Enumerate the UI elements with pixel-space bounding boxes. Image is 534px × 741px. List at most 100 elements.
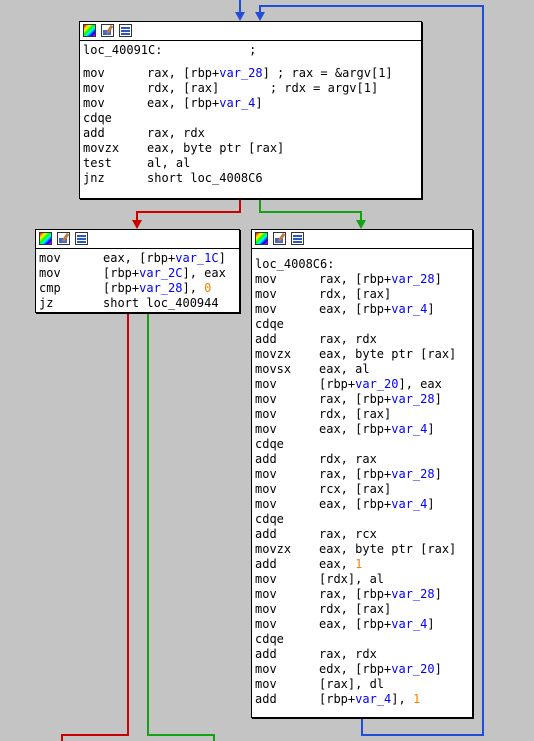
mnemonic[interactable]: add	[255, 452, 277, 466]
mnemonic[interactable]: cdqe	[255, 317, 284, 331]
stack-variable[interactable]: var_28	[391, 272, 435, 286]
mnemonic[interactable]: cmp	[39, 281, 61, 295]
stack-variable[interactable]: var_4	[391, 497, 428, 511]
mnemonic[interactable]: mov	[83, 81, 105, 95]
mnemonic[interactable]: movzx	[255, 347, 292, 361]
stack-variable[interactable]: var_1C	[175, 251, 219, 265]
mnemonic[interactable]: cdqe	[255, 512, 284, 526]
instruction-line[interactable]: add[rbp+var_4], 1	[255, 692, 469, 707]
mnemonic[interactable]: mov	[255, 677, 277, 691]
mnemonic[interactable]: mov	[255, 662, 277, 676]
mnemonic[interactable]: mov	[255, 467, 277, 481]
rename-icon[interactable]	[101, 24, 114, 37]
mnemonic[interactable]: mov	[83, 96, 105, 110]
mnemonic[interactable]: cdqe	[255, 437, 284, 451]
mnemonic[interactable]: cdqe	[255, 632, 284, 646]
instruction-line[interactable]: mov[rbp+var_2C], eax	[39, 266, 236, 281]
mnemonic[interactable]: mov	[255, 497, 277, 511]
mnemonic[interactable]: jz	[39, 296, 54, 310]
stack-variable[interactable]: var_2C	[139, 266, 183, 280]
stack-variable[interactable]: var_28	[391, 392, 435, 406]
rename-icon[interactable]	[57, 232, 70, 245]
mnemonic[interactable]: add	[255, 527, 277, 541]
instruction-line[interactable]: cdqe	[255, 317, 469, 332]
stack-variable[interactable]: var_28	[391, 587, 435, 601]
mnemonic[interactable]: mov	[83, 66, 105, 80]
mnemonic[interactable]: mov	[255, 482, 277, 496]
mnemonic[interactable]: mov	[255, 602, 277, 616]
rename-icon[interactable]	[273, 232, 286, 245]
mnemonic[interactable]: cdqe	[83, 111, 112, 125]
color-palette-icon[interactable]	[83, 24, 96, 37]
stack-variable[interactable]: var_28	[219, 66, 263, 80]
instruction-line[interactable]: mov[rax], dl	[255, 677, 469, 692]
mnemonic[interactable]: mov	[255, 587, 277, 601]
instruction-line[interactable]: cdqe	[83, 111, 418, 126]
code-label[interactable]: loc_40091C: ;	[83, 43, 418, 58]
stack-variable[interactable]: var_4	[391, 302, 428, 316]
mnemonic[interactable]: add	[255, 557, 277, 571]
graph-overview-icon[interactable]	[75, 232, 88, 245]
graph-overview-icon[interactable]	[291, 232, 304, 245]
mnemonic[interactable]: mov	[255, 407, 277, 421]
instruction-line[interactable]: cdqe	[255, 512, 469, 527]
mnemonic[interactable]: mov	[255, 422, 277, 436]
mnemonic[interactable]: mov	[39, 266, 61, 280]
mnemonic[interactable]: mov	[255, 617, 277, 631]
instruction-line[interactable]: cdqe	[255, 632, 469, 647]
color-palette-icon[interactable]	[255, 232, 268, 245]
mnemonic[interactable]: mov	[39, 251, 61, 265]
stack-variable[interactable]: var_28	[391, 467, 435, 481]
graph-overview-icon[interactable]	[119, 24, 132, 37]
code-label[interactable]: loc_4008C6:	[255, 257, 469, 272]
instruction-line[interactable]: cmp[rbp+var_28], 0	[39, 281, 236, 296]
instruction-line[interactable]: mov[rbp+var_20], eax	[255, 377, 469, 392]
instruction-line[interactable]: mov[rdx], al	[255, 572, 469, 587]
label-text[interactable]: loc_40091C:	[83, 43, 163, 57]
mnemonic[interactable]: add	[255, 647, 277, 661]
mnemonic[interactable]: mov	[255, 272, 277, 286]
stack-variable[interactable]: var_4	[391, 617, 428, 631]
stack-variable[interactable]: var_20	[355, 377, 399, 391]
mnemonic[interactable]: add	[255, 692, 277, 706]
mnemonic[interactable]: movzx	[255, 542, 292, 556]
stack-variable[interactable]: var_28	[139, 281, 183, 295]
mnemonic[interactable]: mov	[255, 377, 277, 391]
mnemonic[interactable]: mov	[255, 392, 277, 406]
mnemonic[interactable]: mov	[255, 572, 277, 586]
stack-variable[interactable]: var_4	[391, 422, 428, 436]
stack-variable[interactable]: var_4	[355, 692, 392, 706]
stack-variable[interactable]: var_4	[219, 96, 256, 110]
mnemonic[interactable]: mov	[255, 287, 277, 301]
stack-variable[interactable]: var_20	[391, 662, 435, 676]
mnemonic[interactable]: add	[255, 332, 277, 346]
